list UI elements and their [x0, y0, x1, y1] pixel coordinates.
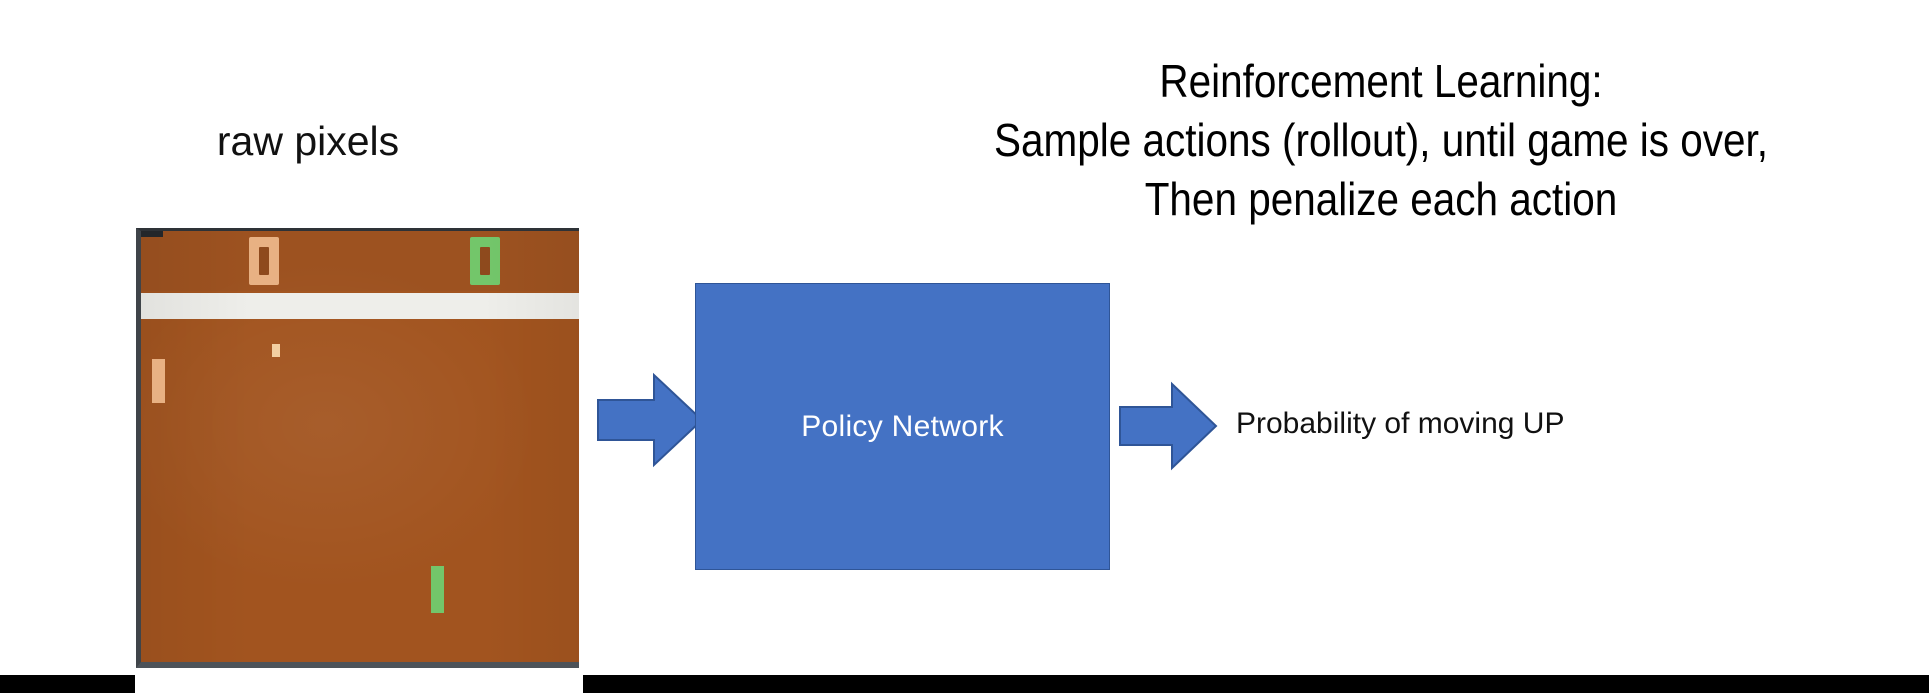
score-right-player [470, 237, 500, 285]
capture-corner-tick [141, 231, 163, 237]
slide-title-block: Reinforcement Learning: Sample actions (… [910, 52, 1852, 229]
pong-paddle-right [431, 566, 444, 613]
pong-scoreboard-strip [141, 231, 579, 291]
input-right-arrow-icon [596, 372, 704, 468]
output-probability-label: Probability of moving UP [1236, 407, 1565, 440]
title-line-2: Sample actions (rollout), until game is … [994, 114, 1768, 166]
pong-ball [272, 344, 280, 357]
title-line-1: Reinforcement Learning: [1159, 55, 1603, 107]
score-right-digit-slot [480, 247, 490, 275]
pong-paddle-left [152, 359, 165, 403]
pong-game-screen [136, 228, 579, 668]
policy-network-label: Policy Network [801, 409, 1004, 443]
output-right-arrow-icon [1118, 381, 1218, 471]
policy-network-box[interactable]: Policy Network [695, 283, 1110, 570]
score-left-player [249, 237, 279, 285]
score-left-digit-slot [259, 247, 269, 275]
footer-bar-left [0, 675, 135, 693]
footer-bar-right [583, 675, 1929, 693]
pong-divider-band [141, 293, 579, 319]
title-line-3: Then penalize each action [1144, 173, 1618, 225]
raw-pixels-caption: raw pixels [216, 118, 400, 164]
